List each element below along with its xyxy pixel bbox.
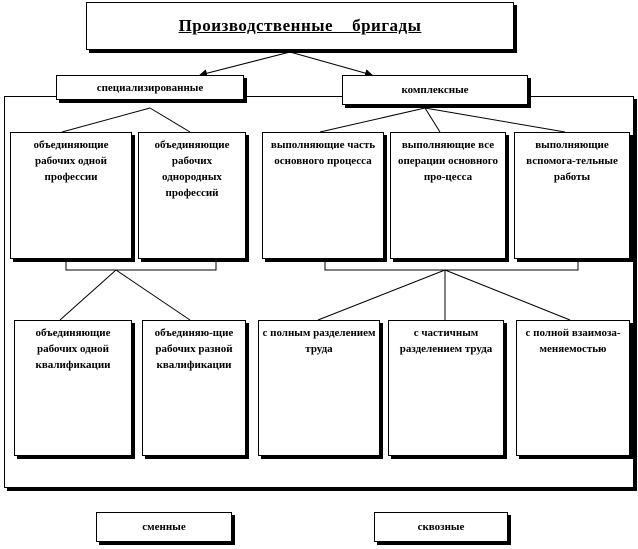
level3-label-1: объединяющие рабочих одной квалификации <box>35 327 111 371</box>
line-complex-to-3 <box>424 107 566 133</box>
complex-box: комплексные <box>342 75 528 105</box>
level3-label-3: с полным разделением труда <box>262 327 376 355</box>
level2-label-2: объединяющие рабочих однородных професси… <box>154 139 230 199</box>
through-box: сквозные <box>374 512 508 542</box>
level2-box-5: выполняющие вспомога-тельные работы <box>514 132 630 259</box>
level3-box-4: с частичным разделением труда <box>388 320 504 456</box>
arrow-title-to-specialized <box>199 51 291 78</box>
line-complex-to-2 <box>424 107 441 133</box>
level3-box-5: с полной взаимоза-меняемостью <box>516 320 630 456</box>
level3-label-4: с частичным разделением труда <box>399 327 493 355</box>
shift-label: сменные <box>142 521 186 533</box>
complex-label: комплексные <box>401 84 469 96</box>
specialized-box: специализированные <box>56 75 244 100</box>
bracket-right-group <box>324 260 579 271</box>
level2-box-2: объединяющие рабочих однородных професси… <box>138 132 246 259</box>
arrow-title-to-complex <box>289 51 373 77</box>
level3-label-2: объединяю-щие рабочих разной квалификаци… <box>154 327 234 371</box>
title-box: Производственные бригады <box>86 2 514 50</box>
level2-label-3: выполняющие часть основного процесса <box>270 139 376 167</box>
line-right-bracket-to-3e <box>444 269 571 321</box>
level2-label-5: выполняющие вспомога-тельные работы <box>526 139 618 183</box>
level3-box-1: объединяющие рабочих одной квалификации <box>14 320 132 456</box>
line-right-bracket-to-3c <box>317 269 446 321</box>
line-specialized-to-left <box>61 107 151 133</box>
level3-box-3: с полным разделением труда <box>258 320 380 456</box>
specialized-label: специализированные <box>96 81 204 94</box>
line-complex-to-1 <box>319 107 426 133</box>
line-left-bracket-to-3a <box>59 269 117 321</box>
level2-label-1: объединяющие рабочих одной профессии <box>33 139 109 183</box>
level3-label-5: с полной взаимоза-меняемостью <box>525 327 621 355</box>
bracket-left-group <box>65 260 217 271</box>
level2-box-3: выполняющие часть основного процесса <box>262 132 384 259</box>
line-left-bracket-to-3b <box>115 269 191 321</box>
shift-box: сменные <box>96 512 232 542</box>
through-label: сквозные <box>417 521 465 533</box>
page-title: Производственные бригады <box>178 16 422 35</box>
level2-label-4: выполняющие все операции основного про-ц… <box>397 139 499 183</box>
level2-box-1: объединяющие рабочих одной профессии <box>10 132 132 259</box>
line-specialized-to-right <box>149 107 191 133</box>
outer-frame <box>4 96 634 488</box>
level2-box-4: выполняющие все операции основного про-ц… <box>390 132 506 259</box>
level3-box-2: объединяю-щие рабочих разной квалификаци… <box>142 320 246 456</box>
